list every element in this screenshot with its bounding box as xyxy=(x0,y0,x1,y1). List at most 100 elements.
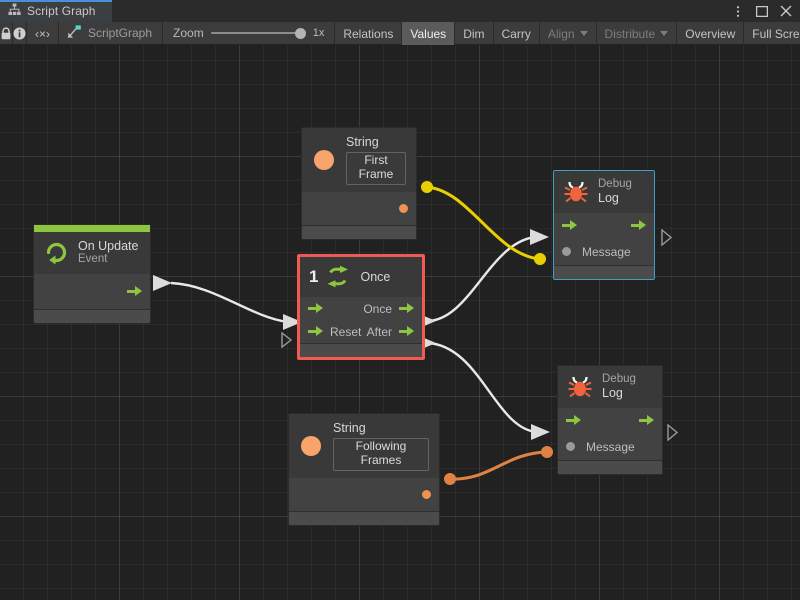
node-subtitle: Event xyxy=(78,253,108,266)
edge-dot-message-top-in xyxy=(534,253,546,265)
edge-first-frame-to-message xyxy=(426,185,541,261)
output-port-trigger-icon[interactable] xyxy=(127,285,142,297)
toolbar-button-distribute-label: Distribute xyxy=(604,26,656,41)
node-on-update[interactable]: On Update Event xyxy=(33,224,151,324)
output-port-once-icon[interactable] xyxy=(399,303,414,314)
output-port-exit-icon-2[interactable] xyxy=(639,415,654,426)
toolbar-button-relations[interactable]: Relations xyxy=(335,22,403,45)
string-value-input[interactable]: First Frame xyxy=(346,152,406,185)
input-port-enter-icon[interactable] xyxy=(562,220,577,231)
node-debug-log-top[interactable]: Debug Log Message xyxy=(553,170,655,280)
node-debug-log-bottom[interactable]: Debug Log Message xyxy=(557,365,663,475)
once-loop-icon xyxy=(325,264,351,290)
window-titlebar: Script Graph xyxy=(0,0,800,22)
code-view-button[interactable]: ‹×› xyxy=(27,22,59,45)
port-row-flow-top xyxy=(554,213,654,239)
output-port-value[interactable] xyxy=(399,203,408,213)
event-loop-icon xyxy=(43,240,69,266)
node-string-following-frames-titles: String Following Frames xyxy=(333,421,429,471)
output-flow-marker-debug-top[interactable] xyxy=(661,229,673,246)
graph-name-badge[interactable]: ScriptGraph xyxy=(59,22,164,44)
chevron-down-icon-2 xyxy=(660,31,669,36)
node-title: On Update xyxy=(78,239,139,253)
node-once-footer xyxy=(300,343,422,357)
toolbar-button-align-label: Align xyxy=(547,26,575,41)
kebab-menu-icon[interactable] xyxy=(731,5,744,18)
script-graph-asset-icon xyxy=(67,24,82,42)
close-icon[interactable] xyxy=(779,5,792,18)
edge-following-frames-to-message xyxy=(449,450,548,481)
bug-icon xyxy=(563,179,589,205)
string-value-icon-2 xyxy=(298,433,324,459)
toolbar-button-overview[interactable]: Overview xyxy=(677,22,745,45)
port-row-enter-once: Once xyxy=(300,297,422,320)
output-row-trigger xyxy=(34,274,150,309)
bug-icon-2 xyxy=(567,374,593,400)
zoom-slider-handle[interactable] xyxy=(294,27,306,39)
node-string-first-frame-header: String First Frame xyxy=(302,128,416,192)
node-debug-log-top-body: Message xyxy=(554,212,654,265)
string-value-input-2[interactable]: Following Frames xyxy=(333,438,429,471)
node-title: Debug xyxy=(602,373,636,385)
toolbar-button-dim-label: Dim xyxy=(463,26,485,41)
toolbar-button-full-screen-label: Full Screen xyxy=(752,26,800,41)
toolbar-button-values[interactable]: Values xyxy=(402,22,456,45)
input-port-reset-label: Reset xyxy=(330,324,362,339)
output-port-after-label: After xyxy=(366,324,392,339)
zoom-control[interactable]: Zoom 1x xyxy=(163,22,336,44)
node-string-following-frames-header: String Following Frames xyxy=(289,414,439,478)
node-subtitle: Log xyxy=(598,191,619,206)
node-on-update-footer xyxy=(34,308,150,323)
zoom-slider-track xyxy=(210,32,306,34)
zoom-slider[interactable] xyxy=(210,27,306,39)
zoom-label: Zoom xyxy=(173,26,204,40)
toolbar-button-carry[interactable]: Carry xyxy=(494,22,540,45)
output-port-value-2[interactable] xyxy=(422,489,431,499)
tab-script-graph[interactable]: Script Graph xyxy=(0,0,112,22)
output-port-after-icon[interactable] xyxy=(399,326,414,337)
node-string-following-frames[interactable]: String Following Frames xyxy=(288,413,440,526)
output-port-exit-icon[interactable] xyxy=(631,220,646,231)
port-row-message-top: Message xyxy=(554,239,654,265)
input-port-reset-icon[interactable] xyxy=(308,326,323,337)
maximize-icon[interactable] xyxy=(755,5,768,18)
info-icon[interactable] xyxy=(13,22,27,45)
toolbar-button-distribute[interactable]: Distribute xyxy=(597,22,678,45)
edge-target-arrow-once-enter xyxy=(283,314,302,330)
node-debug-log-top-footer xyxy=(554,264,654,279)
node-debug-log-top-titles: Debug Log xyxy=(598,178,632,206)
node-debug-log-bottom-header: Debug Log xyxy=(558,366,662,408)
edge-after-to-debug-bottom xyxy=(426,341,538,434)
graph-name-label: ScriptGraph xyxy=(88,26,153,40)
node-once-titles: Once xyxy=(360,270,390,284)
graph-canvas[interactable]: String First Frame xyxy=(0,45,800,600)
output-flow-marker-debug-bottom[interactable] xyxy=(667,424,679,441)
port-row-reset-after: Reset After xyxy=(300,320,422,343)
node-once[interactable]: 1 Once xyxy=(297,254,425,360)
input-port-message-label: Message xyxy=(582,244,631,259)
toolbar-button-align[interactable]: Align xyxy=(540,22,597,45)
toolbar-button-dim[interactable]: Dim xyxy=(455,22,494,45)
node-string-first-frame-titles: String First Frame xyxy=(346,135,406,185)
input-port-message-2[interactable] xyxy=(566,442,575,452)
chevron-down-icon xyxy=(579,31,588,36)
input-port-enter-icon[interactable] xyxy=(308,303,323,314)
toolbar-button-carry-label: Carry xyxy=(501,26,531,41)
node-string-first-frame[interactable]: String First Frame xyxy=(301,127,417,240)
input-port-message[interactable] xyxy=(562,247,571,257)
output-row-value xyxy=(302,192,416,225)
lock-icon[interactable] xyxy=(0,22,13,45)
graph-toolbar: ‹×› ScriptGraph Zoom 1x Relations xyxy=(0,22,800,45)
input-port-enter-icon-2[interactable] xyxy=(566,415,581,426)
port-row-flow-bottom xyxy=(558,408,662,434)
toolbar-button-values-label: Values xyxy=(410,26,447,41)
node-on-update-header: On Update Event xyxy=(34,232,150,274)
node-debug-log-bottom-titles: Debug Log xyxy=(602,373,636,401)
titlebar-spacer xyxy=(112,0,731,22)
code-view-label: ‹×› xyxy=(35,26,50,41)
edge-layer xyxy=(153,181,553,485)
node-title: Once xyxy=(360,269,391,284)
node-title: String xyxy=(346,135,379,149)
input-flow-marker-once-reset[interactable] xyxy=(281,332,293,348)
toolbar-button-full-screen[interactable]: Full Screen xyxy=(744,22,800,45)
